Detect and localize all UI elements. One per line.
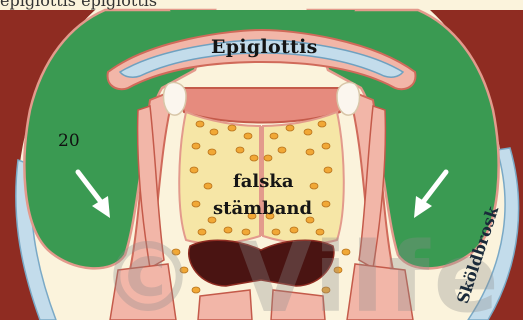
cropped-caption: epiglottis epiglottis <box>0 0 523 10</box>
left-cartilage-cap <box>164 83 187 116</box>
watermark: © Vilfe <box>100 222 503 320</box>
label-false-vocal-cords-line2: stämband <box>213 198 312 219</box>
right-cartilage-cap <box>337 83 360 116</box>
label-number: 20 <box>58 131 80 151</box>
label-epiglottis: Epiglottis <box>211 36 318 58</box>
label-false-vocal-cords-line1: falska <box>233 171 294 192</box>
